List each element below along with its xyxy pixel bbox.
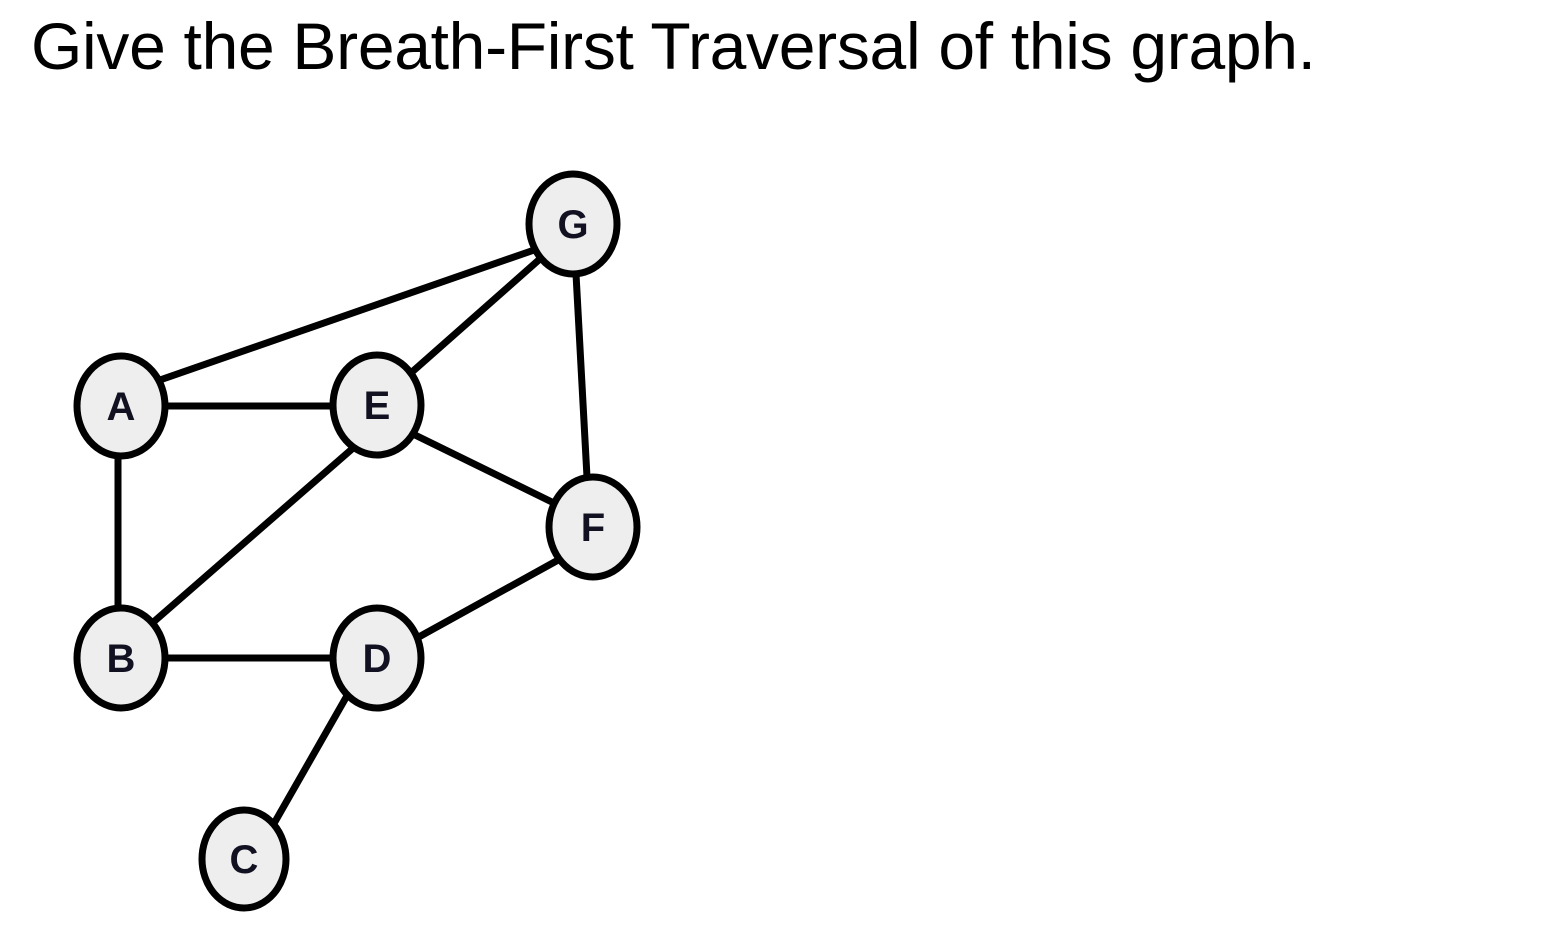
edge-d-c (268, 690, 352, 831)
node-circle-c (198, 806, 290, 912)
node-label-b: B (107, 637, 136, 681)
graph-edges-group (114, 245, 591, 831)
node-label-a: A (107, 385, 136, 429)
edge-a-g (153, 245, 541, 385)
node-circle-f (545, 473, 641, 581)
node-circle-a (73, 352, 169, 460)
edge-e-f (411, 431, 562, 509)
graph-node-d: D (329, 604, 425, 712)
graph-node-g: G (525, 170, 621, 278)
edge-d-f (413, 555, 564, 642)
edge-g-f (572, 270, 591, 481)
node-label-d: D (363, 637, 392, 681)
node-label-f: F (581, 506, 605, 550)
node-label-c: C (230, 838, 259, 882)
edge-b-e (146, 445, 356, 629)
node-circle-e (329, 351, 425, 459)
graph-node-a: A (73, 352, 169, 460)
graph-node-b: B (73, 604, 169, 712)
node-label-e: E (364, 384, 391, 428)
node-circle-b (73, 604, 169, 712)
node-circle-d (329, 604, 425, 712)
node-label-g: G (557, 203, 588, 247)
graph-node-f: F (545, 473, 641, 581)
edge-e-g (408, 254, 545, 376)
graph-nodes-group: A B C D E (73, 170, 641, 912)
graph-node-c: C (198, 806, 290, 912)
graph-node-e: E (329, 351, 425, 459)
node-circle-g (525, 170, 621, 278)
page-title: Give the Breath-First Traversal of this … (31, 9, 1316, 83)
